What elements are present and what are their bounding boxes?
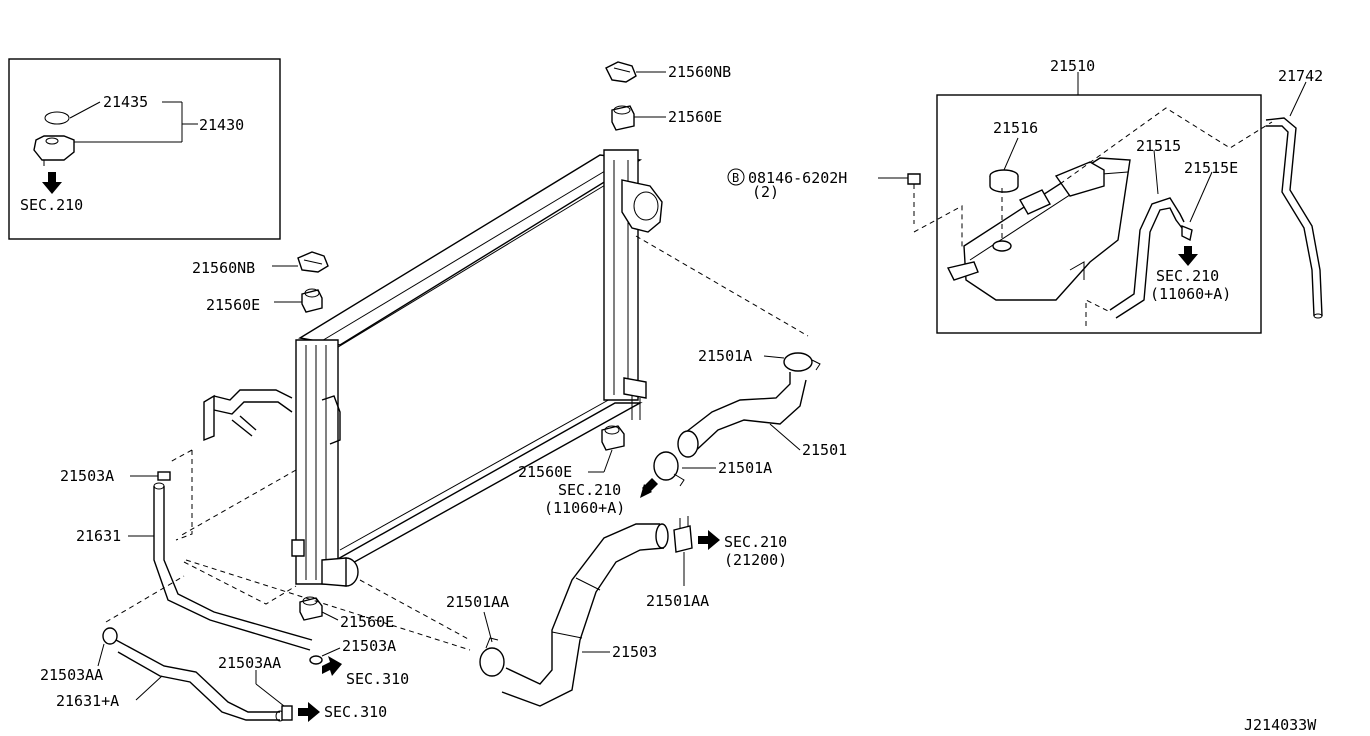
label-bolt-qty: (2) xyxy=(752,183,779,201)
arrow-right-icon-upper xyxy=(322,656,342,676)
label-sec-mid-ref: (11060+A) xyxy=(544,499,625,517)
leader-bolt xyxy=(913,205,963,248)
label-clamp-left-oil: 21503AA xyxy=(40,666,103,684)
arrow-down-icon-reservoir xyxy=(1178,246,1198,266)
label-sec-upper-310: SEC.310 xyxy=(346,670,409,688)
label-clip-lower: 21503A xyxy=(342,637,396,655)
reservoir-neck xyxy=(992,240,1012,252)
arrow-right-icon-lower xyxy=(298,702,320,722)
reservoir-frame xyxy=(936,94,1262,334)
mount-left-clip-21560NB[interactable] xyxy=(297,251,329,273)
label-mount-left: 21560E xyxy=(206,296,260,314)
arrow-right-icon xyxy=(698,530,720,550)
inset-radiator-cap: 21435 21430 SEC.210 xyxy=(8,58,281,240)
label-reservoir-sec: SEC.210 xyxy=(1156,267,1219,285)
leader-oil-upper xyxy=(169,449,297,541)
upper-hose-21501[interactable] xyxy=(677,372,807,458)
clip-lower-21503A[interactable] xyxy=(309,655,323,665)
label-clip-upper: 21503A xyxy=(60,467,114,485)
clamp-right-21501AA[interactable] xyxy=(673,516,693,553)
label-lower-sec: SEC.210 xyxy=(724,533,787,551)
leader-overflow xyxy=(1059,107,1273,185)
mount-left-21560E[interactable] xyxy=(301,288,323,313)
label-sec-lower-310: SEC.310 xyxy=(324,703,387,721)
label-mount-top: 21560E xyxy=(668,108,722,126)
label-mount-bottom-left: 21560E xyxy=(340,613,394,631)
clamp-lower-21501A[interactable] xyxy=(653,451,685,487)
mount-bottom-left-21560E[interactable] xyxy=(299,596,323,621)
bolt-08146-6202H[interactable] xyxy=(907,173,921,224)
label-bolt-symbol: B xyxy=(732,171,739,185)
oil-cooler-pipes[interactable] xyxy=(203,389,297,450)
clamp-left-21501AA[interactable] xyxy=(479,637,505,677)
mount-top-clip-21560NB[interactable] xyxy=(605,61,637,83)
leader-upper-hose xyxy=(635,235,809,337)
leader-lower-hose xyxy=(359,579,471,641)
overflow-hose-21742[interactable] xyxy=(1265,117,1323,319)
reservoir-clip-21515E[interactable] xyxy=(1181,224,1193,242)
label-mount-bottom-right: 21560E xyxy=(518,463,572,481)
label-reservoir-sec-ref: (11060+A) xyxy=(1150,285,1231,303)
inset-frame xyxy=(8,58,281,240)
radiator-cap-21430[interactable] xyxy=(33,135,75,166)
mount-top-21560E[interactable] xyxy=(611,105,635,131)
label-clamp-mid: 21503AA xyxy=(218,654,281,672)
arrow-down-icon xyxy=(42,172,62,194)
label-sec-mid: SEC.210 xyxy=(558,481,621,499)
label-upper-hose: 21501 xyxy=(802,441,847,459)
clamp-left-21503AA[interactable] xyxy=(102,627,118,645)
mount-bottom-right-21560E[interactable] xyxy=(601,425,625,451)
label-clamp-lower: 21501A xyxy=(718,459,772,477)
leader-reservoir-hose xyxy=(1085,299,1111,326)
label-reservoir-hose: 21515 xyxy=(1136,137,1181,155)
label-reservoir-cap: 21516 xyxy=(993,119,1038,137)
lower-hose-21503[interactable] xyxy=(501,523,669,707)
clip-upper-21503A[interactable] xyxy=(157,471,171,481)
label-hose-upper: 21631 xyxy=(76,527,121,545)
clamp-mid-21503AA[interactable] xyxy=(281,705,293,721)
label-reservoir-clip: 21515E xyxy=(1184,159,1238,177)
arrow-shaft xyxy=(642,478,658,494)
label-mount-top-clip: 21560NB xyxy=(668,63,731,81)
label-clamp-right: 21501AA xyxy=(646,592,709,610)
label-radiator-cap: 21430 xyxy=(199,116,244,134)
label-clamp-upper: 21501A xyxy=(698,347,752,365)
hose-upper-21631[interactable] xyxy=(153,482,313,651)
clamp-upper-21501A[interactable] xyxy=(783,352,821,372)
gasket-21435[interactable] xyxy=(44,111,70,125)
label-reservoir: 21510 xyxy=(1050,57,1095,75)
label-mount-left-clip: 21560NB xyxy=(192,259,255,277)
label-lower-sec-ref: (21200) xyxy=(724,551,787,569)
leader-oil-lower xyxy=(105,559,471,651)
bolt-symbol-icon xyxy=(727,168,745,186)
label-hose-lower: 21631+A xyxy=(56,692,119,710)
radiator-core[interactable] xyxy=(291,149,663,587)
reservoir-hose-21515[interactable] xyxy=(1109,197,1185,319)
label-clamp-left: 21501AA xyxy=(446,593,509,611)
reservoir-cap-21516[interactable] xyxy=(989,169,1019,193)
hose-lower-21631A[interactable] xyxy=(115,639,285,722)
label-inset-sec: SEC.210 xyxy=(20,196,83,214)
label-bolt: 08146-6202H xyxy=(748,169,847,187)
label-gasket: 21435 xyxy=(103,93,148,111)
diagram-code: J214033W xyxy=(1244,716,1317,734)
label-lower-hose: 21503 xyxy=(612,643,657,661)
reservoir-tank-21510[interactable] xyxy=(946,157,1131,301)
label-overflow-hose: 21742 xyxy=(1278,67,1323,85)
